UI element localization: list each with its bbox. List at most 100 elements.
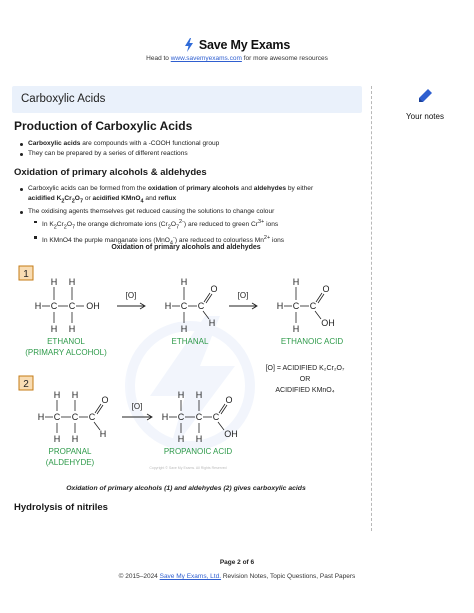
reaction-arrow: [O]: [122, 402, 153, 421]
svg-text:C: C: [213, 412, 220, 422]
list-item: The oxidising agents themselves get redu…: [20, 207, 360, 249]
ethanal-label: ETHANAL: [172, 337, 209, 346]
svg-text:H: H: [209, 318, 216, 328]
propanoic-acid-label: PROPANOIC ACID: [164, 447, 233, 456]
production-bullets: Carboxylic acids are compounds with a -C…: [20, 139, 360, 159]
figure-title: Oxidation of primary alcohols and aldehy…: [111, 244, 261, 251]
propanal-structure: H H H C C C O H H H: [38, 390, 109, 444]
svg-text:H: H: [165, 301, 172, 311]
svg-text:H: H: [196, 390, 203, 400]
list-item: In KMnO4 the purple manganate ions (MnO4…: [34, 233, 360, 249]
oxidising-agent-key: [O] = ACIDIFIED K₂Cr₂O₇ OR ACIDIFIED KMn…: [266, 365, 345, 394]
svg-text:O: O: [225, 395, 232, 405]
ethanal-structure: H H C C O H H: [165, 277, 218, 334]
ethanol-structure: H H H C C OH H H: [35, 277, 100, 334]
page-number: Page 2 of 6: [219, 559, 255, 566]
svg-text:H: H: [72, 434, 79, 444]
list-item: They can be prepared by a series of diff…: [20, 149, 360, 159]
reaction-arrow: [O]: [117, 291, 146, 310]
svg-text:C: C: [196, 412, 203, 422]
svg-text:C: C: [293, 301, 300, 311]
svg-text:H: H: [35, 301, 42, 311]
your-notes-panel[interactable]: Your notes: [380, 88, 470, 121]
svg-text:C: C: [54, 412, 61, 422]
svg-text:H: H: [293, 324, 300, 334]
section-heading-hydrolysis: Hydrolysis of nitriles: [14, 502, 108, 513]
svg-text:OH: OH: [86, 301, 100, 311]
propanal-label: PROPANAL: [49, 447, 93, 456]
svg-text:H: H: [69, 277, 76, 287]
brand-name: Save My Exams: [198, 38, 291, 52]
svg-text:H: H: [178, 390, 185, 400]
svg-text:[O]: [O]: [126, 291, 137, 300]
svg-text:OH: OH: [321, 318, 335, 328]
svg-text:H: H: [72, 390, 79, 400]
svg-text:C: C: [89, 412, 96, 422]
svg-text:OH: OH: [224, 429, 238, 439]
ethanoic-acid-structure: H H C C O OH H: [277, 277, 335, 334]
svg-text:C: C: [72, 412, 79, 422]
svg-text:H: H: [277, 301, 284, 311]
primary-alcohol-label: (PRIMARY ALCOHOL): [25, 348, 107, 357]
svg-text:H: H: [196, 434, 203, 444]
svg-text:H: H: [178, 434, 185, 444]
watermark-bolt-icon: [125, 316, 255, 456]
svg-text:H: H: [181, 324, 188, 334]
ethanol-label: ETHANOL: [47, 337, 85, 346]
aldehyde-label: (ALDEHYDE): [46, 458, 95, 467]
pencil-icon: [419, 89, 432, 102]
header-tagline: Head to www.savemyexams.com for more awe…: [146, 55, 328, 62]
svg-text:2: 2: [23, 379, 29, 390]
svg-text:H: H: [162, 412, 169, 422]
svg-text:C: C: [51, 301, 58, 311]
brand-logo[interactable]: Save My Exams: [0, 38, 474, 52]
svg-text:[O]: [O]: [132, 402, 143, 411]
list-item: In K2Cr2O7 the orange dichromate ions (C…: [34, 217, 360, 233]
svg-text:C: C: [69, 301, 76, 311]
svg-text:H: H: [54, 390, 61, 400]
oxidation-bullets: Carboxylic acids can be formed from the …: [20, 184, 360, 248]
topic-title: Carboxylic Acids: [21, 93, 106, 105]
colour-change-sublist: In K2Cr2O7 the orange dichromate ions (C…: [28, 217, 360, 248]
svg-text:O: O: [210, 284, 217, 294]
list-item: Carboxylic acids can be formed from the …: [20, 184, 360, 207]
figure-caption: Oxidation of primary alcohols (1) and al…: [66, 485, 306, 492]
svg-text:[O]: [O]: [238, 291, 249, 300]
svg-text:O: O: [101, 395, 108, 405]
svg-text:H: H: [69, 324, 76, 334]
ethanoic-acid-label: ETHANOIC ACID: [281, 337, 343, 346]
reaction-arrow: [O]: [229, 291, 258, 310]
svg-text:H: H: [54, 434, 61, 444]
svg-text:H: H: [181, 277, 188, 287]
lightning-bolt-icon: [184, 38, 193, 52]
svg-text:ACIDIFIED KMnO₄: ACIDIFIED KMnO₄: [275, 387, 334, 394]
section-heading-production: Production of Carboxylic Acids: [14, 119, 193, 133]
svg-text:H: H: [38, 412, 45, 422]
watermark-text: Copyright © Save My Exams. All Rights Re…: [149, 466, 226, 470]
footer-copyright: © 2015–2024 Save My Exams, Ltd. Revision…: [118, 573, 356, 580]
section-heading-oxidation: Oxidation of primary alcohols & aldehyde…: [14, 167, 207, 178]
topic-title-bar: Carboxylic Acids: [12, 86, 362, 113]
svg-text:H: H: [100, 429, 107, 439]
svg-text:H: H: [51, 324, 58, 334]
svg-text:C: C: [181, 301, 188, 311]
svg-text:C: C: [178, 412, 185, 422]
oxidation-reaction-diagram: Copyright © Save My Exams. All Rights Re…: [18, 265, 345, 470]
reaction-label-2: 2: [18, 375, 34, 391]
svg-text:H: H: [51, 277, 58, 287]
website-link[interactable]: www.savemyexams.com: [170, 55, 242, 62]
svg-text:OR: OR: [300, 376, 311, 383]
svg-text:H: H: [293, 277, 300, 287]
your-notes-label: Your notes: [406, 112, 444, 121]
svg-text:C: C: [198, 301, 205, 311]
svg-text:[O] = ACIDIFIED K₂Cr₂O₇: [O] = ACIDIFIED K₂Cr₂O₇: [266, 365, 345, 372]
propanoic-acid-structure: H H H C C C O OH H H: [162, 390, 238, 444]
list-item: Carboxylic acids are compounds with a -C…: [20, 139, 360, 149]
svg-text:1: 1: [23, 269, 29, 280]
svg-text:C: C: [310, 301, 317, 311]
column-divider: [371, 86, 372, 531]
main-content: Carboxylic Acids Production of Carboxyli…: [12, 86, 362, 513]
svg-text:O: O: [322, 284, 329, 294]
footer-link[interactable]: Save My Exams, Ltd.: [159, 573, 222, 580]
reaction-label-1: 1: [18, 265, 34, 281]
